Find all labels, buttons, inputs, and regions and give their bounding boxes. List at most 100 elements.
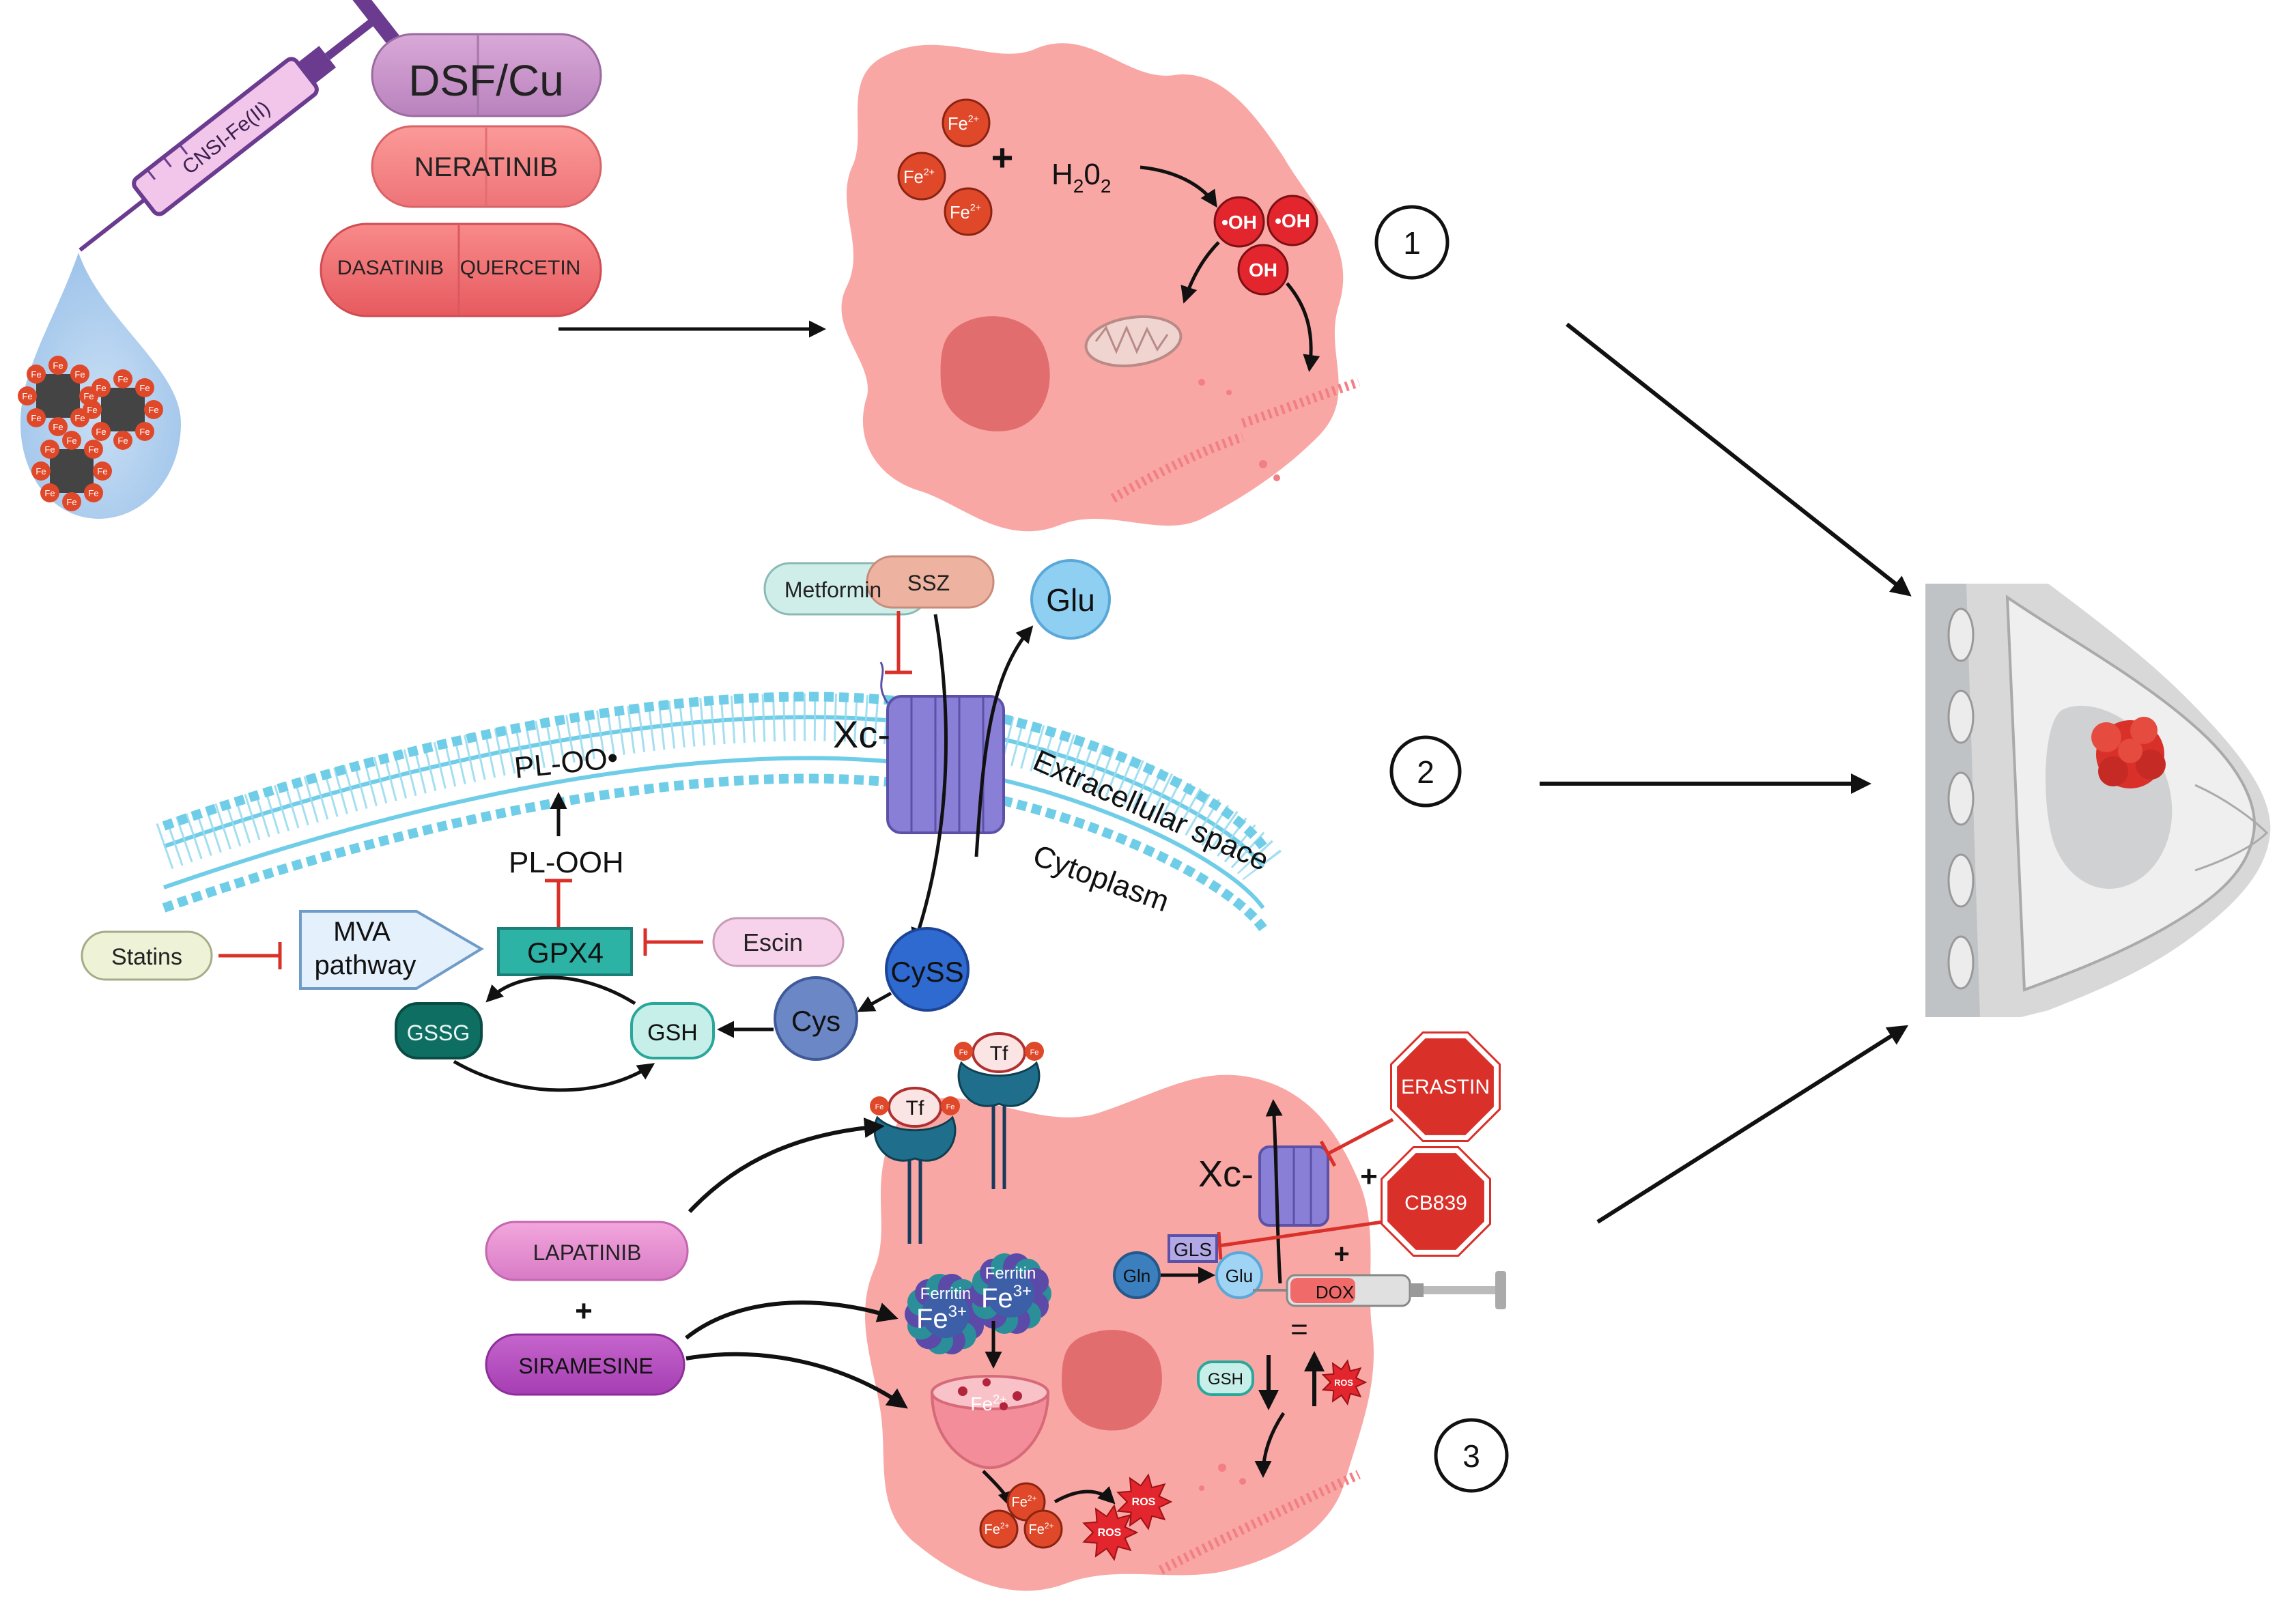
iron-ion: Fe2+ (944, 187, 993, 236)
siramesine-label: SIRAMESINE (518, 1354, 653, 1378)
metformin-label: Metformin (784, 578, 881, 602)
cluster-iron-atom: Fe (113, 431, 132, 450)
panel1-number-circle (1374, 205, 1449, 280)
svg-text:H202: H202 (1051, 158, 1111, 197)
neratinib-label: NERATINIB (414, 152, 558, 182)
cluster-iron-atom: Fe (27, 365, 46, 384)
iron-ion: Fe2+ (942, 98, 991, 147)
gls-box (1168, 1234, 1218, 1263)
cluster-iron-atom: Fe (31, 461, 51, 481)
cluster-iron-label: Fe (66, 497, 76, 507)
glu-node (1030, 559, 1111, 640)
cluster-iron-atom: Fe (135, 422, 154, 441)
cluster-iron-label: Fe (117, 436, 128, 446)
gssg-label: GSSG (407, 1021, 470, 1045)
iron-ion: Fe2+ (1023, 1509, 1063, 1549)
statins-label: Statins (111, 944, 182, 970)
arrow-oh-to-membrane (1286, 282, 1320, 372)
gsh-label: GSH (647, 1020, 698, 1046)
cell3-iron-group: Fe2+Fe2+Fe2+ (979, 1482, 1063, 1549)
arrow-xc-to-glu (974, 625, 1034, 857)
pill-lapatinib: LAPATINIB (485, 1221, 689, 1281)
cluster-iron-atom: Fe (84, 483, 103, 502)
lapatinib-label: LAPATINIB (533, 1240, 642, 1265)
inhibit-cb839-gls (1218, 1220, 1383, 1248)
cluster-iron-atom: Fe (91, 422, 111, 441)
cys-label: Cys (791, 1005, 840, 1037)
cluster-iron-atom: Fe (62, 492, 81, 511)
cluster-iron-label: Fe (139, 383, 150, 393)
inhibit-erastin-xc (1327, 1117, 1394, 1156)
cluster-iron-label: Fe (36, 466, 46, 476)
cluster-iron-atom: Fe (18, 386, 37, 405)
nucleus-1 (940, 316, 1050, 431)
arrow-panel1-to-breast (1566, 322, 1912, 597)
arrow-lapatinib-to-tf (688, 1117, 885, 1214)
ferritin-label: Ferritin (920, 1285, 972, 1303)
cell1-plus: + (991, 136, 1014, 179)
panel2-number: 2 (1417, 754, 1434, 790)
gsh-node (630, 1002, 715, 1059)
panel1-number: 1 (1403, 225, 1421, 261)
cluster-iron-label: Fe (53, 422, 63, 432)
pill-metformin-ssz: Metformin SSZ (763, 555, 995, 616)
arrow-xc-to-cyss (911, 614, 948, 945)
cys-node (774, 976, 858, 1061)
ferritin-fe3-label: Fe3+ (981, 1282, 1032, 1313)
ros-label: ROS (1132, 1496, 1156, 1508)
lysosome-fe-label: Fe2+ (970, 1393, 1006, 1414)
ros-label: ROS (1334, 1378, 1353, 1388)
ros-burst-2: ROS (1082, 1504, 1139, 1561)
mva-pathway-box (299, 910, 484, 990)
iron-ion: Fe2+ (897, 152, 946, 201)
pill-dsf-cu: DSF/Cu (371, 33, 602, 117)
cluster-iron-label: Fe (44, 444, 55, 455)
erastin-label: ERASTIN (1401, 1076, 1490, 1098)
mitochondrion-icon (1084, 315, 1183, 368)
glu-cell3-node (1215, 1251, 1263, 1299)
lapatinib-plus: + (575, 1294, 593, 1328)
panel3-number: 3 (1462, 1438, 1480, 1474)
cluster-iron-label: Fe (31, 413, 41, 423)
iron-ion: Fe2+ (1006, 1482, 1046, 1522)
lysosome-icon: Fe2+ (930, 1375, 1050, 1470)
cell1-damaged-membrane (1110, 377, 1361, 503)
gsh-cell3-label: GSH (1208, 1370, 1243, 1388)
dsf-cu-label: DSF/Cu (408, 56, 564, 105)
iron-ion-label: Fe2+ (984, 1521, 1009, 1537)
cell1-iron-group: Fe2+Fe2+Fe2+ (897, 98, 993, 236)
equals-sign: = (1290, 1313, 1308, 1346)
xc-transporter-cell3 (1258, 1145, 1329, 1227)
cluster-iron-atom: Fe (40, 483, 59, 502)
pill-escin: Escin (712, 917, 845, 967)
tf-iron (954, 1042, 973, 1061)
cluster-iron-label: Fe (44, 488, 55, 498)
cluster-iron-label: Fe (83, 391, 94, 401)
erastin-octagon: ERASTIN (1390, 1031, 1501, 1142)
iron-ion-label: Fe2+ (950, 202, 981, 223)
ferritin-label: Ferritin (985, 1264, 1036, 1283)
gls-label: GLS (1174, 1239, 1212, 1260)
cluster-iron-atom: Fe (113, 369, 132, 388)
cluster-iron-atom: Fe (144, 400, 163, 419)
arrow-siramesine-to-lysosome (685, 1352, 908, 1409)
hydroxyl-radical: •OH (1267, 195, 1318, 246)
hydroxyl-radical-label: •OH (1275, 210, 1310, 231)
cluster-iron-label: Fe (96, 383, 106, 393)
pill-neratinib: NERATINIB (371, 125, 602, 208)
cluster-iron-label: Fe (53, 360, 63, 371)
cluster-iron-label: Fe (74, 413, 85, 423)
cyss-label: CySS (890, 956, 963, 988)
gsh-cell3-node (1197, 1361, 1254, 1396)
arrow-cyss-to-cys (857, 991, 892, 1012)
